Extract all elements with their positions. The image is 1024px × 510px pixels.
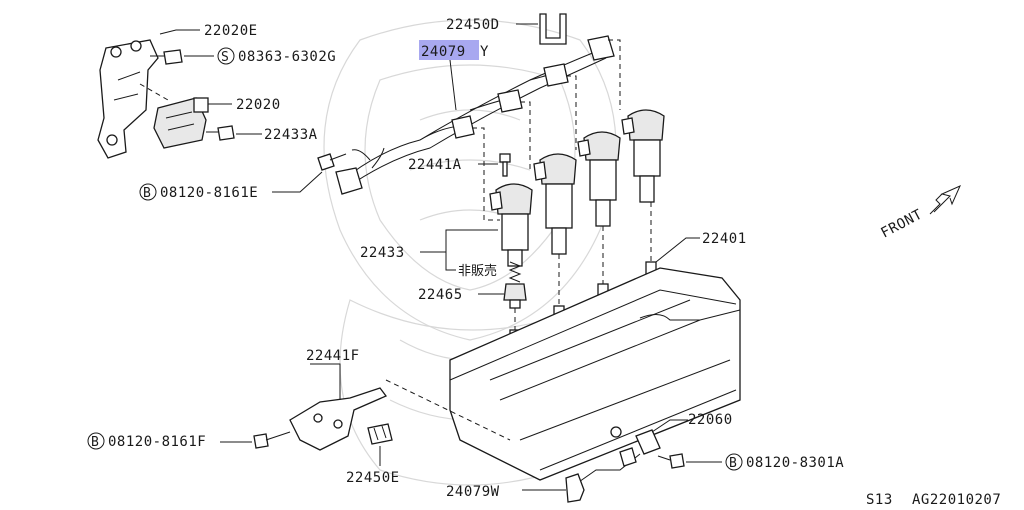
label-22401: 22401: [702, 231, 747, 247]
coil-3: [577, 131, 621, 227]
front-arrow-icon: [929, 185, 961, 215]
bolt-22433a: [206, 125, 235, 141]
label-22441f: 22441F: [306, 348, 360, 364]
circle-b-icon-left: [139, 183, 157, 201]
circle-b-icon-right: [725, 453, 743, 471]
bolt-08120-8161e: [317, 153, 347, 171]
label-22433a: 22433A: [264, 127, 318, 143]
bracket-22020e: [97, 39, 159, 159]
sensor-22060: [575, 426, 661, 485]
footer-model: S13: [866, 492, 893, 508]
label-22433: 22433: [360, 245, 405, 261]
plug-dash-guides: [514, 202, 652, 330]
spring: [508, 261, 522, 283]
cam-cover: [449, 267, 741, 481]
label-08363-6302g: 08363-6302G: [238, 49, 336, 65]
boot-22465: [503, 283, 527, 309]
label-22441a: 22441A: [408, 157, 462, 173]
circle-s-icon: [217, 47, 235, 65]
bolt-22441a: [499, 153, 511, 177]
dash-bracket: [385, 379, 511, 441]
footer-diagram-code: AG22010207: [912, 492, 1001, 508]
coil-2: [533, 153, 577, 255]
label-24079-suffix: Y: [480, 44, 489, 60]
label-22450d: 22450D: [446, 17, 500, 33]
bolt-08120-8301a: [657, 453, 685, 469]
leader-08120-8161e: [272, 171, 323, 193]
highlight-24079: [419, 40, 479, 60]
bolt-08120-8161f: [253, 431, 291, 449]
circle-b-letter-left: B: [143, 186, 151, 201]
label-08120-8301a: 08120-8301A: [746, 455, 844, 471]
label-22450e: 22450E: [346, 470, 400, 486]
label-22020e: 22020E: [204, 23, 258, 39]
clip-22450d: [539, 13, 567, 45]
circle-b-letter-bottom: B: [91, 435, 99, 450]
label-24079w: 24079W: [446, 484, 500, 500]
label-front: FRONT: [878, 206, 925, 241]
ignition-unit-22020: [153, 97, 209, 149]
circle-s-letter: S: [221, 50, 229, 65]
label-22465: 22465: [418, 287, 463, 303]
label-not-sold: 非販売: [458, 263, 497, 279]
leader-22020e: [159, 29, 200, 35]
bracket-line-22433: [445, 229, 498, 271]
label-22020: 22020: [236, 97, 281, 113]
label-22060: 22060: [688, 412, 733, 428]
circle-b-letter-right: B: [729, 456, 737, 471]
dash-guides: [472, 39, 621, 221]
harness-24079w: [522, 473, 585, 503]
leader-24079: [449, 59, 457, 111]
clip-22450e: [367, 423, 393, 445]
label-08120-8161e: 08120-8161E: [160, 185, 258, 201]
coil-4: [621, 109, 665, 203]
circle-b-icon-bottom: [87, 432, 105, 450]
leader-22441f: [310, 363, 341, 400]
wiring-harness-24079: [335, 35, 615, 195]
leader-22060: [651, 419, 688, 433]
bracket-22441f: [289, 387, 388, 451]
leader-22401: [655, 237, 700, 263]
coil-1: [489, 183, 533, 267]
screw-08363: [150, 49, 183, 65]
label-24079: 24079: [421, 44, 466, 60]
label-08120-8161f: 08120-8161F: [108, 434, 206, 450]
connector-main: [335, 167, 363, 195]
